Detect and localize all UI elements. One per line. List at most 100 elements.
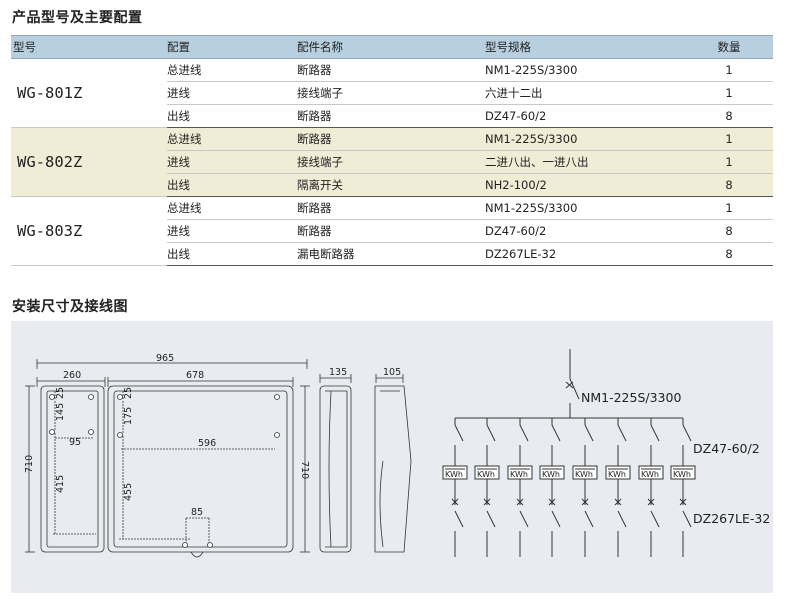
dim-145: 145 [55,403,66,421]
rcd-switch [584,510,594,528]
dim-side2: 105 [383,367,401,378]
table-row: 进线 断路器 DZ47-60/2 8 [11,219,773,243]
kwh-meter-label: KWh [641,470,659,479]
spec-cell: NM1-225S/3300 [485,196,685,220]
qty-cell: 1 [685,196,773,220]
part-cell: 断路器 [297,58,485,82]
config-cell: 进线 [167,219,297,243]
qty-cell: 1 [685,127,773,151]
dim-85: 85 [191,507,203,518]
qty-cell: 1 [685,81,773,105]
rcd-switch [551,510,561,528]
rcd-breaker-label: DZ267LE-32 [693,511,770,526]
branch-breaker-label: DZ47-60/2 [693,441,760,456]
dim-right-width: 678 [186,370,204,381]
drawing-svg: 965 260 678 710 710 25 145 95 415 25 175… [24,349,770,558]
rcd-cross [614,498,622,506]
installation-diagram-panel: 965 260 678 710 710 25 145 95 415 25 175… [11,321,773,593]
dim-height-right: 710 [299,461,310,479]
table-row: WG-802Z 总进线 断路器 NM1-225S/3300 1 [11,127,773,197]
kwh-meter-label: KWh [445,470,463,479]
rcd-cross [647,498,655,506]
spec-cell: DZ47-60/2 [485,104,685,128]
rcd-switch [454,510,464,528]
dim-596: 596 [198,438,216,449]
branch-breaker-switch [650,424,660,442]
config-cell: 出线 [167,242,297,266]
kwh-meter-label: KWh [575,470,593,479]
spec-cell: NH2-100/2 [485,173,685,197]
config-cell: 进线 [167,81,297,105]
kwh-meter-label: KWh [510,470,528,479]
kwh-meter-label: KWh [673,470,691,479]
dim-25-right: 25 [123,387,134,399]
rcd-switch [682,510,692,528]
model-cell: WG-802Z [11,127,167,197]
table-row: 出线 断路器 DZ47-60/2 8 [11,104,773,128]
config-cell: 出线 [167,173,297,197]
dim-455: 455 [123,483,134,501]
dim-left-width: 260 [63,370,81,381]
spec-cell: DZ47-60/2 [485,219,685,243]
config-cell: 出线 [167,104,297,128]
spec-cell: NM1-225S/3300 [485,58,685,82]
rcd-cross [483,498,491,506]
part-cell: 接线端子 [297,150,485,174]
header-spec: 型号规格 [485,35,685,59]
rcd-cross [581,498,589,506]
part-cell: 断路器 [297,127,485,151]
config-table: 型号 配置 配件名称 型号规格 数量 WG-801Z 总进线 断路器 NM1-2… [11,35,773,266]
qty-cell: 8 [685,173,773,197]
branch-breaker-switch [519,424,529,442]
part-cell: 漏电断路器 [297,242,485,266]
kwh-meter-label: KWh [542,470,560,479]
rcd-switch [519,510,529,528]
rcd-switch [486,510,496,528]
config-cell: 进线 [167,150,297,174]
config-cell: 总进线 [167,196,297,220]
table-row: 出线 漏电断路器 DZ267LE-32 8 [11,242,773,266]
header-model: 型号 [11,35,167,59]
table-row: 出线 隔离开关 NH2-100/2 8 [11,173,773,197]
main-breaker-label: NM1-225S/3300 [581,390,681,405]
qty-cell: 8 [685,219,773,243]
branch-breaker-switch [682,424,692,442]
dim-25-left: 25 [55,387,66,399]
table-row: 进线 接线端子 二进八出、一进八出 1 [11,150,773,174]
rcd-cross [451,498,459,506]
branch-breaker-switch [584,424,594,442]
qty-cell: 1 [685,58,773,82]
table-row: WG-801Z 总进线 断路器 NM1-225S/3300 1 [11,58,773,128]
kwh-meter-label: KWh [608,470,626,479]
dim-175: 175 [123,407,134,425]
header-config: 配置 [167,35,297,59]
spec-cell: NM1-225S/3300 [485,127,685,151]
part-cell: 接线端子 [297,81,485,105]
part-cell: 断路器 [297,196,485,220]
rcd-switch [650,510,660,528]
part-cell: 隔离开关 [297,173,485,197]
config-cell: 总进线 [167,127,297,151]
branch-breaker-switch [617,424,627,442]
dim-overall-width: 965 [156,353,174,364]
qty-cell: 1 [685,150,773,174]
rcd-cross [679,498,687,506]
dim-415: 415 [55,475,66,493]
qty-cell: 8 [685,104,773,128]
table-header-row: 型号 配置 配件名称 型号规格 数量 [11,35,773,59]
section-title-config: 产品型号及主要配置 [12,10,143,26]
table-row: 进线 接线端子 六进十二出 1 [11,81,773,105]
kwh-meter-label: KWh [477,470,495,479]
dim-height-left: 710 [24,455,35,473]
rcd-switch [617,510,627,528]
rcd-cross [548,498,556,506]
header-qty: 数量 [685,35,773,59]
header-part: 配件名称 [297,35,485,59]
section-title-install: 安装尺寸及接线图 [12,299,128,315]
part-cell: 断路器 [297,219,485,243]
spec-cell: 六进十二出 [485,81,685,105]
rcd-cross [516,498,524,506]
config-cell: 总进线 [167,58,297,82]
qty-cell: 8 [685,242,773,266]
model-cell: WG-801Z [11,58,167,128]
